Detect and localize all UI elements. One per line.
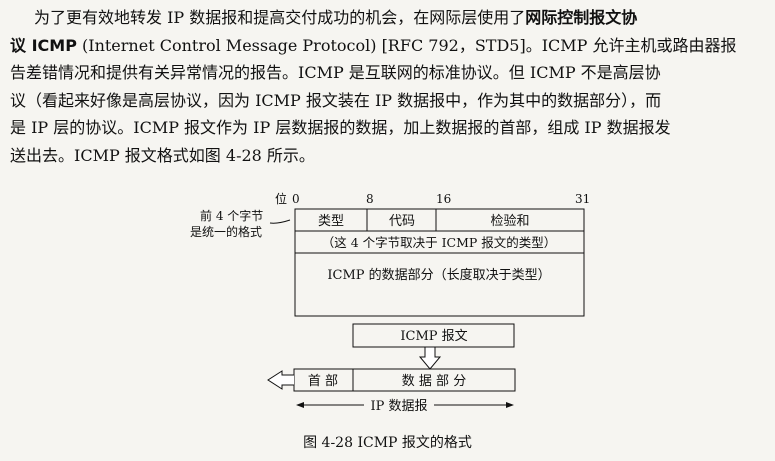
body-paragraph: 为了更有效地转发 IP 数据报和提高交付成功的机会，在网际层使用了网际控制报文协… xyxy=(10,4,768,169)
bit-16-label: 16 xyxy=(436,192,451,206)
down-arrow-icon xyxy=(418,346,442,370)
span-arrowhead-left xyxy=(296,402,304,408)
paragraph-line-1: 为了更有效地转发 IP 数据报和提高交付成功的机会，在网际层使用了网际控制报文协 xyxy=(10,4,768,32)
figure-caption: 图 4-28 ICMP 报文的格式 xyxy=(303,435,472,451)
paragraph-line-4: 议（看起来好像是高层协议，因为 ICMP 报文装在 IP 数据报中，作为其中的数… xyxy=(10,90,662,110)
paragraph-text: 为了更有效地转发 IP 数据报和提高交付成功的机会，在网际层使用了 xyxy=(34,8,526,27)
ip-header-label: 首 部 xyxy=(308,374,338,389)
side-note-line-2: 是统一的格式 xyxy=(190,224,262,239)
paragraph-line-3: 告差错情况和提供有关异常情况的报告。ICMP 是互联网的标准协议。但 ICMP … xyxy=(10,63,661,82)
side-note-leader xyxy=(269,219,291,224)
icmp-message-label: ICMP 报文 xyxy=(400,329,467,344)
bit-0-label: 0 xyxy=(292,192,300,206)
field-checksum: 检验和 xyxy=(490,213,529,229)
row-rest-of-header: （这 4 个字节取决于 ICMP 报文的类型） xyxy=(322,235,557,250)
row-data-part: ICMP 的数据部分（长度取决于类型） xyxy=(327,267,550,283)
side-note-line-1: 前 4 个字节 xyxy=(200,208,263,223)
ip-data-label: 数 据 部 分 xyxy=(402,374,466,389)
bold-term: 网际控制报文协 xyxy=(525,8,638,27)
paragraph-line-2: 议 ICMP (Internet Control Message Protoco… xyxy=(10,32,768,60)
left-arrow-icon xyxy=(267,370,294,390)
field-type: 类型 xyxy=(318,214,344,229)
icmp-header-box xyxy=(294,208,585,317)
bit-8-label: 8 xyxy=(366,192,374,206)
span-arrowhead-right xyxy=(506,402,514,408)
bit-label: 位 xyxy=(275,191,287,206)
bold-term-icmp: 议 ICMP xyxy=(10,35,77,55)
field-code: 代码 xyxy=(389,214,415,229)
ip-datagram-label: IP 数据报 xyxy=(370,399,427,414)
paragraph-text: (Internet Control Message Protocol) [RFC… xyxy=(76,35,737,55)
paragraph-line-6: 送出去。ICMP 报文格式如图 4-28 所示。 xyxy=(10,145,315,165)
paragraph-line-5: 是 IP 层的协议。ICMP 报文作为 IP 层数据报的数据，加上数据报的首部，… xyxy=(10,118,671,137)
bit-31-label: 31 xyxy=(575,192,590,206)
